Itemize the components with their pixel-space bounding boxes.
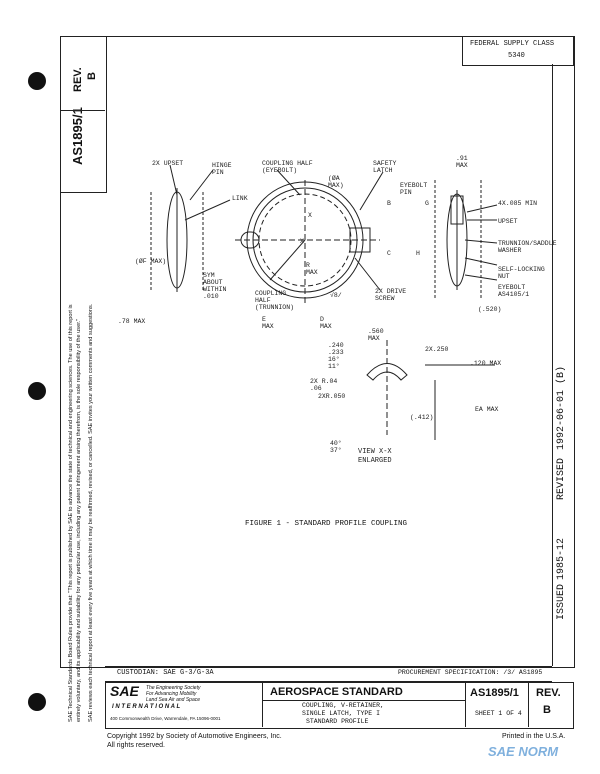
heading-underline xyxy=(262,700,465,701)
figure-caption: FIGURE 1 - STANDARD PROFILE COUPLING xyxy=(245,520,408,528)
label-dim-d: D MAX xyxy=(320,316,332,330)
sheet-number: SHEET 1 OF 4 xyxy=(475,710,522,717)
left-block-divider xyxy=(60,110,105,111)
drawing-frame xyxy=(60,36,575,668)
sae-logo: SAE xyxy=(110,683,139,699)
title-block-divider-1 xyxy=(262,682,263,727)
fsc-value: 5340 xyxy=(508,52,525,60)
label-dim-78: .78 MAX xyxy=(118,318,146,325)
fsc-box xyxy=(462,36,574,66)
label-dim-g: G xyxy=(425,200,429,207)
rights: All rights reserved. xyxy=(107,742,165,749)
left-title-block xyxy=(60,36,107,193)
sae-norm-watermark: SAE NORM xyxy=(488,744,559,759)
section-view xyxy=(366,363,408,381)
label-dim-ea: EA MAX xyxy=(475,406,499,413)
revised-label: REVISED xyxy=(556,457,567,500)
doc-number: AS1895/1 xyxy=(470,687,519,699)
logo-line-1: The Engineering Society xyxy=(146,685,201,691)
label-angles: 40° 37° xyxy=(330,440,342,454)
left-rev-label: REV. xyxy=(72,67,84,92)
issued-label: ISSUED xyxy=(556,583,567,620)
label-2x094: 2X R.04 .06 xyxy=(310,378,338,392)
label-dim-e: E MAX xyxy=(262,316,274,330)
title-block xyxy=(105,682,574,729)
label-trunnion-washer: TRUNNION/SADDLE WASHER xyxy=(498,240,557,254)
label-dim-a: (ØA MAX) xyxy=(328,175,344,189)
label-dim-h: H xyxy=(416,250,420,257)
label-2xr050: 2XR.050 xyxy=(318,393,346,400)
rev-value: B xyxy=(543,704,551,716)
label-sym-about: SYM ABOUT WITHIN .010 xyxy=(203,272,227,300)
label-view-dims: .240 .233 16° 11° xyxy=(328,342,344,370)
label-dim-x2: X xyxy=(300,238,304,245)
label-dim-91: .91 MAX xyxy=(456,155,468,169)
left-rev-value: B xyxy=(86,72,98,80)
procurement-spec: PROCUREMENT SPECIFICATION: /3/ AS1895 xyxy=(398,669,543,676)
label-drive-screw: 2X DRIVE SCREW xyxy=(375,288,407,302)
aerospace-standard-heading: AEROSPACE STANDARD xyxy=(270,686,403,698)
label-dim-x: X xyxy=(308,212,312,219)
copyright: Copyright 1992 by Society of Automotive … xyxy=(107,733,282,740)
label-dia-ref: (ØF MAX) xyxy=(135,258,167,265)
logo-international: I N T E R N A T I O N A L xyxy=(112,704,181,710)
description-line-3: STANDARD PROFILE xyxy=(306,718,369,725)
description-line-1: COUPLING, V-RETAINER, xyxy=(302,702,384,709)
label-coupling-half-eyebolt: COUPLING HALF (EYEBOLT) xyxy=(262,160,313,174)
label-hinge-pin: HINGE PIN xyxy=(212,162,232,176)
title-block-divider-3 xyxy=(528,682,529,727)
punch-hole xyxy=(28,382,46,400)
left-doc-number: AS1895/1 xyxy=(70,107,85,165)
label-dim-520: (.520) xyxy=(478,306,502,313)
dates-divider xyxy=(552,64,553,666)
title-block-divider-2 xyxy=(465,682,466,727)
custodian-row xyxy=(105,666,552,682)
disclaimer-line-1: SAE Technical Standards Board Rules prov… xyxy=(68,304,74,722)
label-upset-2x: 2X UPSET xyxy=(152,160,184,167)
label-hole-4x: 4X.085 MIN xyxy=(498,200,538,207)
label-coupling-half-trunnion: COUPLING HALF (TRUNNION) xyxy=(255,290,295,311)
sae-address: 400 Commonwealth Drive, Warrendale, PA 1… xyxy=(110,716,221,721)
rev-label: REV. xyxy=(536,687,561,699)
label-dim-b: B xyxy=(387,200,391,207)
custodian: CUSTODIAN: SAE G-3/G-3A xyxy=(117,669,214,677)
printed-in: Printed in the U.S.A. xyxy=(502,733,566,740)
punch-hole xyxy=(28,693,46,711)
label-finish: √8/ xyxy=(330,292,342,299)
label-dim-560: .560 MAX xyxy=(368,328,384,342)
logo-line-2: For Advancing Mobility xyxy=(146,691,197,697)
label-dim-120: .120 MAX xyxy=(470,360,502,367)
description-line-2: SINGLE LATCH, TYPE I xyxy=(302,710,381,717)
disclaimer-line-3: SAE reviews each technical report at lea… xyxy=(88,303,94,722)
fsc-label: FEDERAL SUPPLY CLASS xyxy=(470,40,555,48)
label-safety-latch: SAFETY LATCH xyxy=(373,160,397,174)
revised-date: 1992-06-01 (B) xyxy=(556,365,567,450)
logo-line-3: Land Sea Air and Space xyxy=(146,697,201,703)
punch-hole xyxy=(28,72,46,90)
label-upset: UPSET xyxy=(498,218,518,225)
coupling-drawing xyxy=(150,164,498,440)
label-link: LINK xyxy=(232,195,248,202)
label-eyebolt-spec: EYEBOLT AS4105/1 xyxy=(498,284,530,298)
issued-date: 1985-12 xyxy=(556,537,567,580)
label-self-locking-nut: SELF-LOCKING NUT xyxy=(498,266,545,280)
label-view-xx: VIEW X-X ENLARGED xyxy=(358,448,392,465)
label-eyebolt-pin: EYEBOLT PIN xyxy=(400,182,428,196)
label-dim-412: (.412) xyxy=(410,414,434,421)
label-dim-r: R MAX xyxy=(306,262,318,276)
label-dim-c: C xyxy=(387,250,391,257)
disclaimer-line-2: entirely voluntary, and its applicabilit… xyxy=(76,318,82,722)
label-2x250: 2X.250 xyxy=(425,346,449,353)
